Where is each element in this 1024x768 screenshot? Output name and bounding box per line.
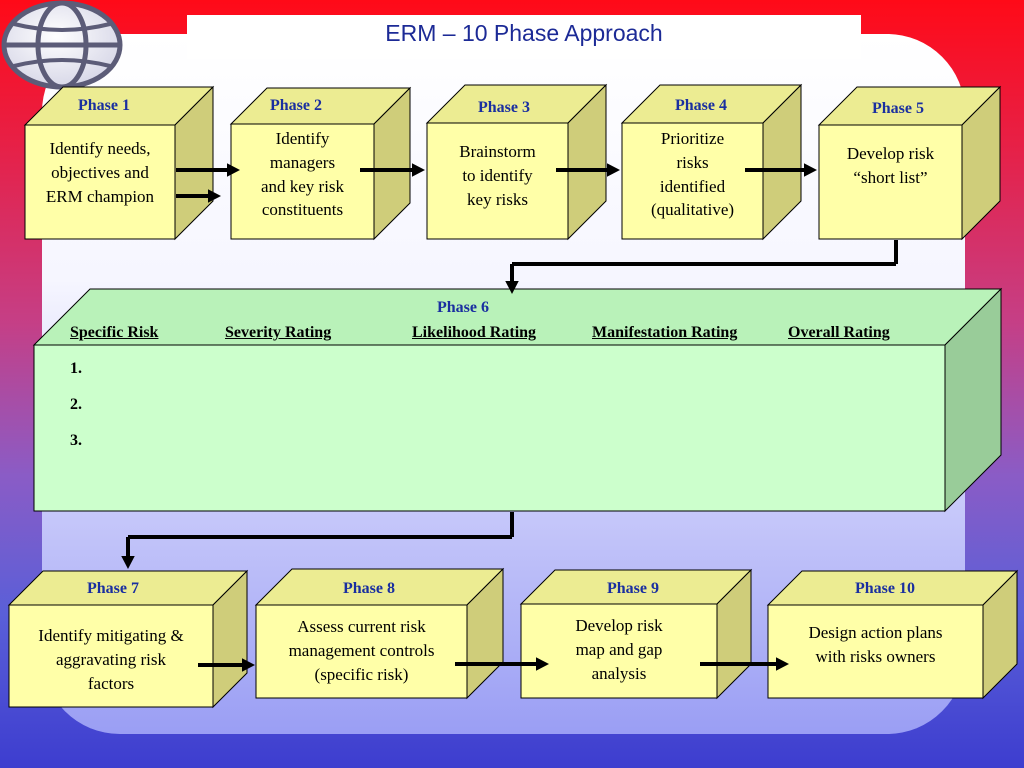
phase-4-label: Phase 4 — [675, 97, 727, 114]
phase-9-box-front-face — [520, 603, 718, 699]
phase-2-label: Phase 2 — [270, 97, 322, 114]
arrow-to-phase-6 — [505, 264, 519, 294]
phase-1-box — [23, 85, 215, 241]
arrow-8-to-9 — [455, 657, 549, 671]
phase-6-label: Phase 6 — [437, 299, 489, 316]
phase-5-text: Develop risk “short list” — [846, 144, 935, 187]
phase-10-text: Design action plans with risks owners — [808, 623, 943, 666]
phase-6-row-number: 3. — [70, 432, 82, 449]
phase-6-row-number: 2. — [70, 396, 82, 413]
phase-10-box-front-face — [767, 604, 984, 699]
phase-9-label: Phase 9 — [607, 580, 659, 597]
phase-7-text: Identify mitigating & aggravating risk f… — [38, 626, 184, 693]
phase-8-label: Phase 8 — [343, 580, 395, 597]
phase-6-box-front-face — [33, 344, 946, 512]
phase-7-label: Phase 7 — [87, 580, 139, 597]
phase-5-box — [817, 85, 1002, 241]
arrow-9-to-10 — [700, 657, 789, 671]
phase-7-box-front-face — [8, 604, 214, 708]
phase-2-box — [229, 86, 412, 241]
phase-6-row-number: 1. — [70, 360, 82, 377]
arrow-7-to-8 — [198, 658, 255, 672]
phase-1-text: Identify needs, objectives and ERM champ… — [45, 139, 155, 206]
title-band — [187, 15, 861, 59]
arrow-2-to-3 — [360, 163, 425, 177]
page-title: ERM – 10 Phase Approach — [385, 20, 663, 46]
phase-6-column-header: Severity Rating — [225, 324, 332, 341]
phase-3-box — [425, 83, 608, 241]
phase-3-text: Brainstorm to identify key risks — [459, 142, 536, 209]
arrow-3-to-4 — [556, 163, 620, 177]
phase-6-column-header: Manifestation Rating — [592, 324, 738, 341]
phase-5-label: Phase 5 — [872, 100, 924, 117]
arrow-1-to-2-secondary — [176, 189, 221, 203]
phase-6-box — [32, 287, 1003, 513]
phase-2-text: Identify managers and key risk constitue… — [260, 129, 345, 220]
phase-1-box-front-face — [24, 124, 176, 240]
connectors — [121, 163, 898, 672]
phase-4-box — [620, 83, 803, 241]
arrow-to-phase-7 — [121, 537, 135, 569]
phase-10-label: Phase 10 — [855, 580, 915, 597]
phase-8-text: Assess current risk management controls … — [288, 617, 435, 684]
globe-logo-icon — [1, 0, 123, 90]
phase-5-box-front-face — [818, 124, 963, 240]
phase-2-box-front-face — [230, 123, 375, 240]
phase-3-box-front-face — [426, 122, 569, 240]
phase-6-column-header: Overall Rating — [788, 324, 890, 341]
phase-8-box-front-face — [255, 604, 468, 699]
phase-3-label: Phase 3 — [478, 99, 530, 116]
phase-4-text: Prioritize risks identified (qualitative… — [650, 129, 735, 220]
phase-7-box — [7, 569, 249, 709]
arrow-1-to-2 — [176, 163, 240, 177]
phase-4-box-front-face — [621, 122, 764, 240]
phase-1-label: Phase 1 — [78, 97, 130, 114]
phase-9-text: Develop risk map and gap analysis — [575, 616, 663, 683]
phase-10-box — [766, 569, 1019, 700]
arrow-4-to-5 — [745, 163, 817, 177]
phase-6-column-header: Likelihood Rating — [412, 324, 537, 341]
phase-6-column-header: Specific Risk — [70, 324, 159, 341]
